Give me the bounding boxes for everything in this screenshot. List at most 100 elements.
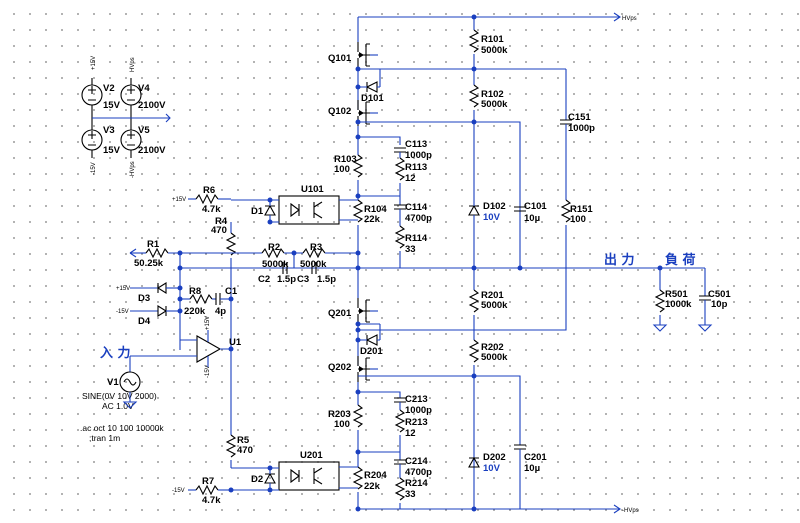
r104-value: 22k: [364, 214, 381, 225]
q202-label: Q202: [328, 362, 351, 373]
d4-rail-label: -15V: [116, 309, 129, 315]
d2-label: D2: [251, 474, 263, 485]
r114-value: 33: [405, 244, 416, 255]
c501-label: C501: [708, 289, 731, 300]
r213-value: 12: [405, 428, 416, 439]
v4-value: 2100V: [138, 100, 166, 111]
power-sources: +15V V2 15V -15V V3 15V HVps V4 2100V -H…: [81, 56, 171, 178]
r151-symbol: [560, 199, 572, 223]
r8-label: R8: [189, 286, 201, 297]
r5-label: R5: [237, 435, 250, 446]
c3-value: 1.5p: [317, 274, 336, 285]
r103-value: 100: [334, 164, 350, 175]
r214-label: R214: [405, 478, 428, 489]
r102-value: 5000k: [481, 99, 508, 110]
r114-label: R114: [405, 233, 428, 244]
c213-label: C213: [405, 394, 428, 405]
directive-tran: ;tran 1m: [89, 433, 120, 443]
r501-value: 1000k: [665, 299, 692, 310]
r201-value: 5000k: [481, 300, 508, 311]
r213-label: R213: [405, 417, 428, 428]
r8-value: 220k: [184, 306, 206, 317]
r2-value: 5000k: [262, 259, 289, 270]
r5-symbol: [225, 434, 237, 458]
r104-label: R104: [364, 204, 387, 215]
r1-value: 50.25k: [134, 258, 164, 269]
u101-label: U101: [301, 184, 324, 195]
d1-symbol: [264, 204, 276, 216]
d4-symbol: [157, 305, 168, 317]
r201-symbol: [468, 289, 480, 313]
upper-stage: R101 5000k R102 5000k Q101 D101 Q102 C1: [172, 14, 595, 435]
r6-value: 4.7k: [202, 204, 221, 215]
c3-label: C3: [297, 274, 309, 285]
r5-value: 470: [237, 445, 253, 456]
v3-value: 15V: [103, 145, 121, 156]
r103-label: R103: [334, 154, 357, 165]
v5-label: V5: [138, 125, 150, 136]
r104-symbol: [352, 199, 364, 223]
d201-symbol: [365, 334, 378, 346]
input-section: +15V D3 -15V D4 R8 220k C1 4p U1 +15V -1…: [80, 282, 242, 443]
r2-symbol: [261, 247, 285, 259]
c1-value: 4p: [215, 306, 226, 317]
r102-label: R102: [481, 89, 504, 100]
d3-rail-label: +15V: [116, 286, 130, 292]
d202-symbol: [468, 456, 480, 468]
c201-value: 10µ: [524, 463, 540, 474]
c151-label: C151: [568, 112, 591, 123]
q102-label: Q102: [328, 106, 351, 117]
v5-value: 2100V: [138, 145, 166, 156]
r3-value: 5000k: [300, 259, 327, 270]
r1-label: R1: [147, 239, 160, 250]
r2-label: R2: [268, 242, 280, 253]
c114-value: 4700p: [405, 213, 432, 224]
r501-label: R501: [665, 289, 688, 300]
r3-symbol: [302, 247, 326, 259]
r151-value: 100: [570, 214, 586, 225]
c501-value: 10p: [711, 299, 728, 310]
d102-symbol: [468, 204, 480, 216]
q101-label: Q101: [328, 53, 352, 64]
r202-value: 5000k: [481, 352, 508, 363]
c201-label: C201: [524, 452, 547, 463]
r113-value: 12: [405, 173, 416, 184]
c3-symbol: [311, 262, 317, 274]
r4-symbol: [225, 232, 237, 256]
r7-label: R7: [202, 476, 214, 487]
q202-symbol: [357, 356, 370, 382]
r7-symbol: [195, 484, 219, 496]
v1-label: V1: [107, 377, 119, 388]
v3-label: V3: [103, 125, 115, 136]
u1-vminus-label: -15V: [205, 365, 211, 378]
c113-value: 1000p: [405, 150, 432, 161]
r203-value: 100: [334, 419, 350, 430]
r203-symbol: [352, 404, 364, 428]
r101-symbol: [468, 29, 480, 53]
r6-label: R6: [203, 185, 215, 196]
c2-value: 1.5p: [277, 274, 296, 285]
q201-symbol: [357, 298, 370, 324]
r201-label: R201: [481, 290, 504, 301]
r202-label: R202: [481, 342, 504, 353]
r214-value: 33: [405, 489, 416, 500]
u1-vplus-label: +15V: [205, 316, 211, 330]
r101-label: R101: [481, 34, 504, 45]
d101-symbol: [365, 81, 378, 93]
q101-symbol: [357, 42, 370, 68]
r1-symbol: [145, 247, 169, 259]
r151-label: R151: [570, 204, 593, 215]
d3-symbol: [156, 282, 167, 294]
r202-symbol: [468, 339, 480, 363]
r204-symbol: [352, 466, 364, 490]
v1-ac: AC 1.0V: [102, 401, 134, 411]
v5-rail-label: -HVps: [130, 161, 136, 178]
r114-symbol: [394, 225, 406, 249]
r8-symbol: [189, 293, 213, 305]
lower-stage: R201 5000k R202 5000k Q201 D201 Q202: [172, 268, 547, 512]
v2-value: 15V: [103, 100, 121, 111]
hv-top-rail-label: HVps: [622, 16, 637, 22]
r102-symbol: [468, 84, 480, 108]
d202-label: D202: [483, 452, 506, 463]
